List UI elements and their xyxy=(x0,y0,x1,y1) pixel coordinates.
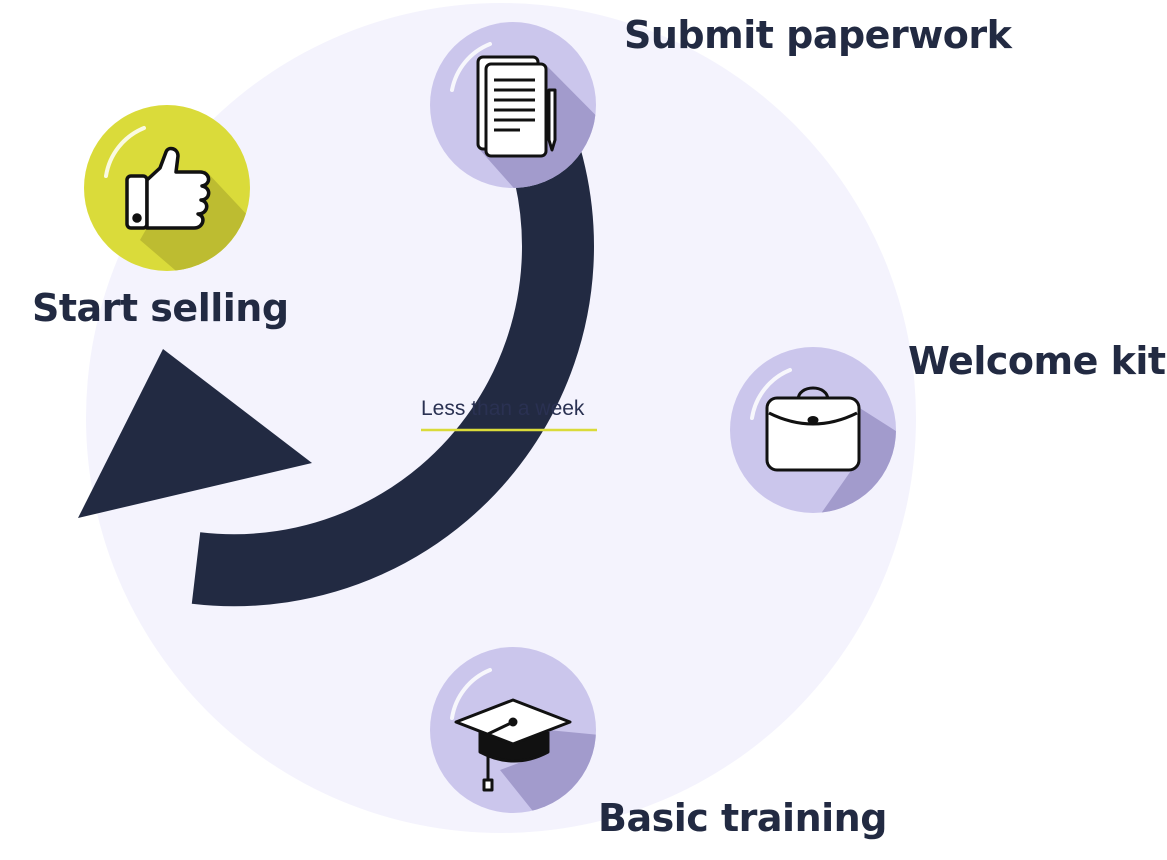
step-submit-paperwork xyxy=(430,22,596,188)
briefcase-icon xyxy=(765,386,861,472)
duration-label: Less than a week xyxy=(421,397,585,420)
cycle-arrowhead xyxy=(78,349,312,518)
thumbs-up-icon xyxy=(125,146,211,230)
graduation-cap-icon xyxy=(454,698,572,792)
welcome-kit-label: Welcome kit xyxy=(908,339,1166,383)
basic-training-label: Basic training xyxy=(598,796,887,840)
submit-paperwork-label: Submit paperwork xyxy=(624,13,1012,57)
start-selling-label: Start selling xyxy=(32,286,289,330)
document-icon xyxy=(476,55,557,158)
